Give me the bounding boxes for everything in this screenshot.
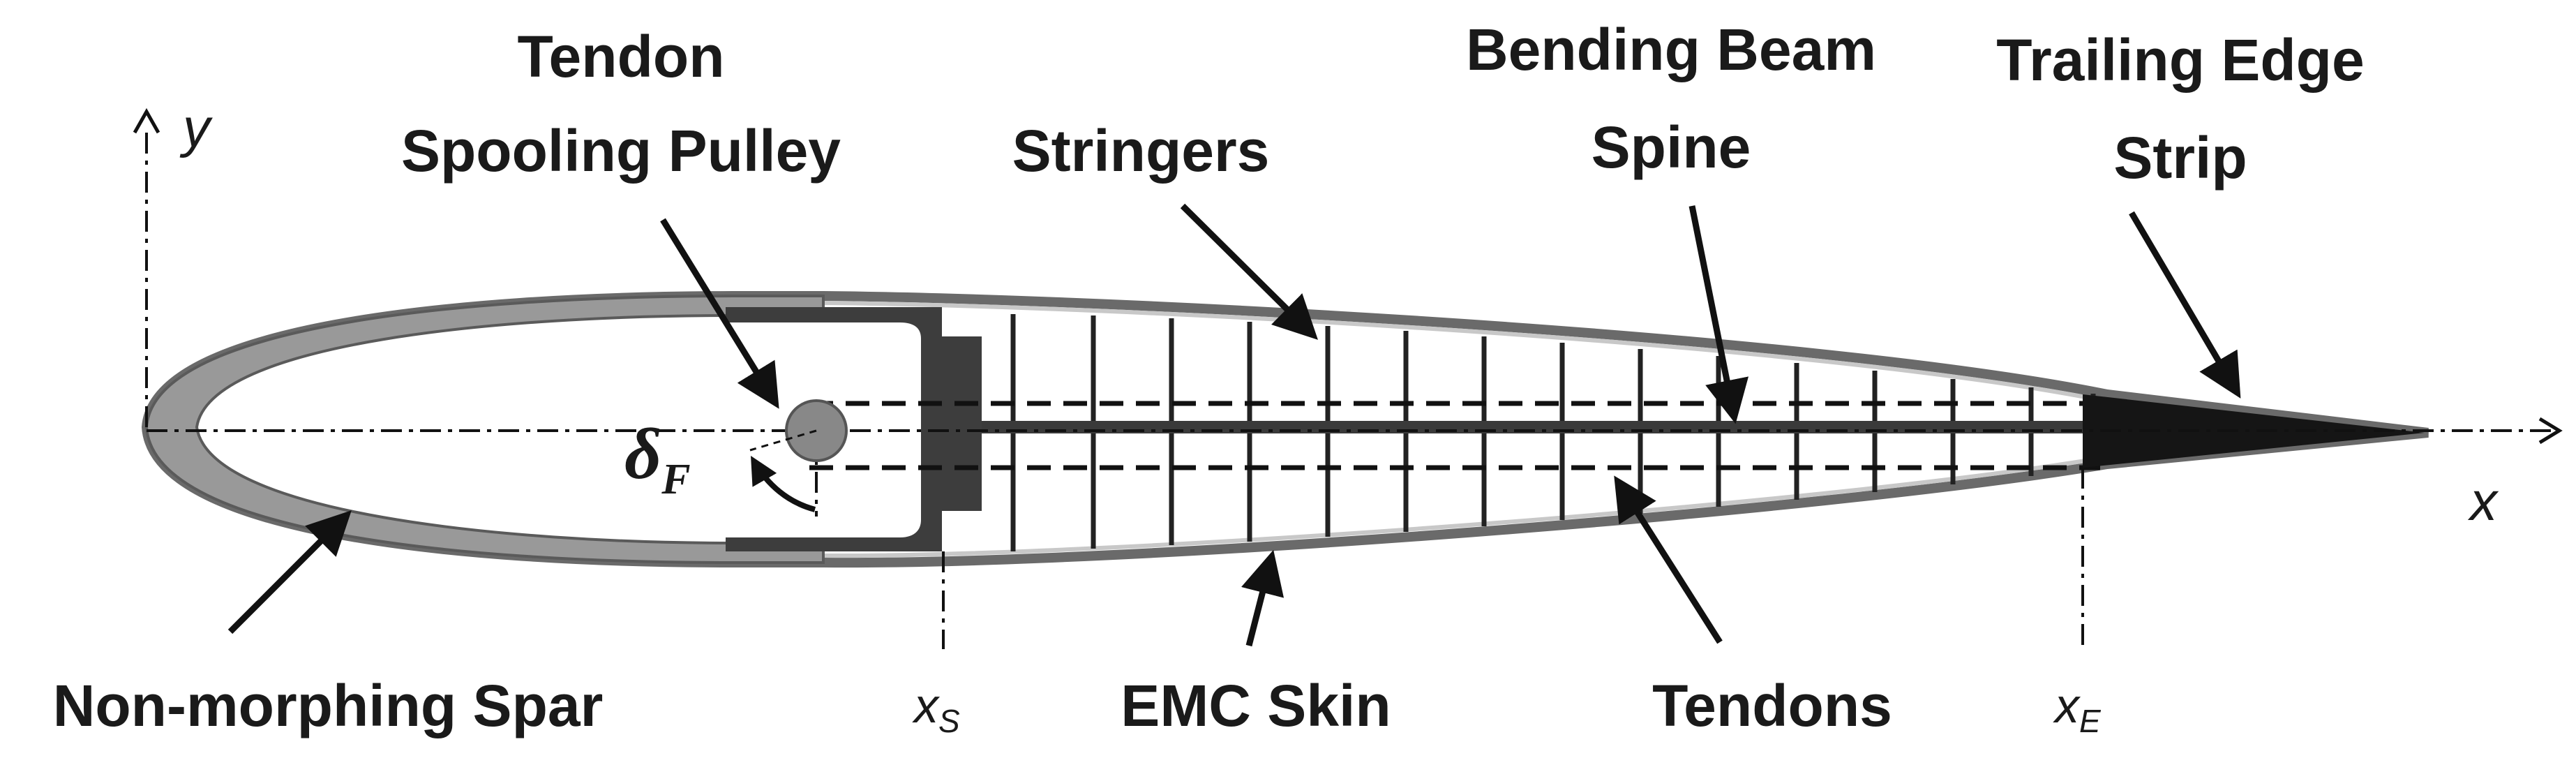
axis-label-xe: xE [2053, 678, 2102, 739]
tendons-leader-arrow [1614, 475, 1723, 644]
label-bending-beam-line1: Bending Beam [1466, 17, 1876, 82]
delta-f-symbol: δF [624, 414, 691, 503]
trailing-edge-leader-arrow [2129, 211, 2241, 399]
spine-leader-arrow [1688, 205, 1749, 424]
label-trailing-edge-line1: Trailing Edge [1996, 27, 2364, 93]
emc-skin-leader-arrow [1241, 549, 1285, 647]
non-morphing-spar-shell [144, 295, 825, 564]
label-trailing-edge-line2: Strip [2113, 125, 2247, 191]
label-tendons: Tendons [1652, 673, 1892, 738]
label-tendon-pulley-line1: Tendon [517, 24, 724, 89]
x-axis-arrowhead [2538, 417, 2563, 445]
axis-label-y: y [179, 97, 213, 158]
label-emc-skin: EMC Skin [1121, 673, 1391, 738]
label-stringers: Stringers [1012, 118, 1270, 184]
spar-leader-arrow [227, 510, 352, 634]
tendons [809, 401, 2100, 470]
label-non-morphing-spar: Non-morphing Spar [53, 673, 604, 738]
trailing-edge-strip [2083, 394, 2425, 468]
delta-f-rotation-arrow [751, 456, 816, 512]
y-axis-arrowhead [133, 107, 160, 134]
label-bending-beam-line2: Spine [1592, 114, 1751, 180]
label-tendon-pulley-line2: Spooling Pulley [401, 118, 841, 184]
leader-arrows [227, 203, 2241, 647]
axis-label-x: x [2467, 470, 2499, 532]
spar-flange-block [938, 336, 982, 511]
axis-label-xs: xS [912, 678, 960, 739]
pulley-leader-arrow [660, 218, 779, 409]
spar-channel [726, 307, 942, 551]
stringers-leader-arrow [1180, 203, 1318, 340]
